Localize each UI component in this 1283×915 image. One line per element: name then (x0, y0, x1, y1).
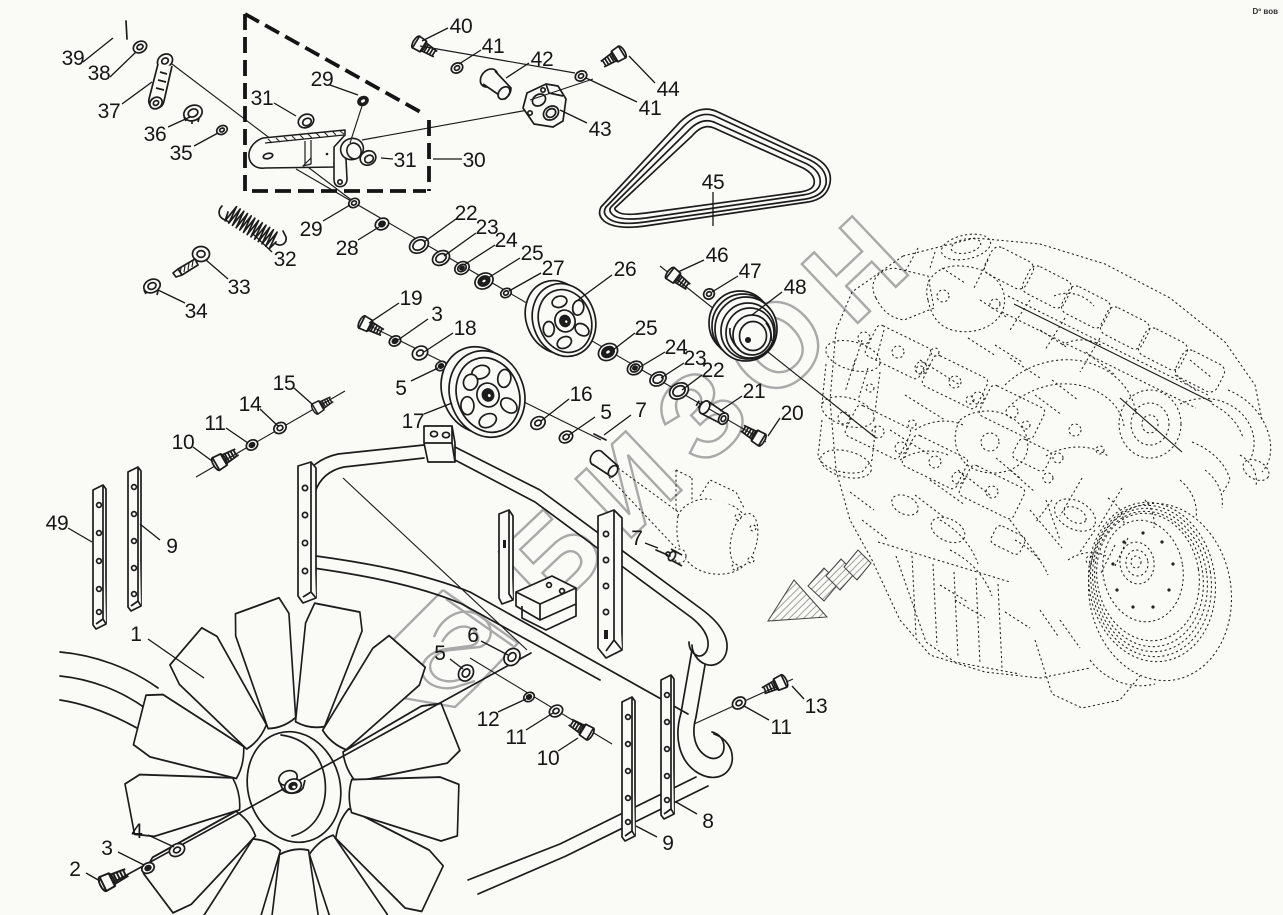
svg-text:23: 23 (476, 216, 499, 239)
svg-text:34: 34 (185, 300, 208, 323)
svg-text:11: 11 (505, 726, 526, 749)
svg-text:7: 7 (631, 527, 642, 550)
svg-text:29: 29 (300, 218, 323, 241)
svg-text:12: 12 (477, 708, 500, 731)
svg-text:45: 45 (702, 171, 725, 194)
svg-text:3: 3 (431, 303, 442, 326)
svg-text:18: 18 (454, 317, 477, 340)
svg-text:11: 11 (204, 412, 225, 435)
svg-text:25: 25 (521, 242, 544, 265)
svg-text:31: 31 (251, 87, 274, 110)
svg-text:38: 38 (88, 62, 111, 85)
svg-text:32: 32 (274, 248, 297, 271)
svg-text:42: 42 (531, 48, 554, 71)
svg-text:40: 40 (450, 15, 473, 38)
svg-text:21: 21 (743, 380, 766, 403)
svg-text:9: 9 (166, 535, 177, 558)
svg-text:3: 3 (101, 837, 112, 860)
svg-text:5: 5 (434, 642, 445, 665)
svg-text:22: 22 (455, 202, 478, 225)
svg-text:35: 35 (170, 142, 193, 165)
svg-text:13: 13 (805, 695, 828, 718)
svg-text:43: 43 (589, 118, 612, 141)
svg-text:33: 33 (228, 276, 251, 299)
svg-text:4: 4 (131, 820, 143, 843)
svg-text:49: 49 (46, 512, 69, 535)
svg-text:39: 39 (62, 47, 85, 70)
svg-text:24: 24 (495, 229, 518, 252)
svg-text:22: 22 (702, 359, 725, 382)
svg-text:24: 24 (665, 336, 688, 359)
svg-text:9: 9 (662, 832, 673, 855)
svg-text:14: 14 (239, 393, 262, 416)
svg-text:17: 17 (402, 410, 425, 433)
svg-text:16: 16 (570, 383, 593, 406)
svg-text:15: 15 (273, 372, 296, 395)
svg-text:31: 31 (394, 149, 417, 172)
svg-text:5: 5 (600, 401, 611, 424)
svg-text:29: 29 (311, 68, 334, 91)
svg-text:Dº вов: Dº вов (1252, 7, 1278, 16)
svg-text:44: 44 (657, 78, 680, 101)
svg-text:26: 26 (614, 258, 637, 281)
svg-text:48: 48 (784, 276, 807, 299)
svg-text:1: 1 (130, 623, 141, 646)
svg-text:23: 23 (684, 347, 707, 370)
svg-text:2: 2 (69, 858, 80, 881)
svg-text:10: 10 (537, 747, 560, 770)
svg-text:25: 25 (635, 317, 658, 340)
svg-text:6: 6 (467, 624, 478, 647)
svg-text:19: 19 (400, 287, 423, 310)
svg-text:11: 11 (770, 716, 791, 739)
svg-text:46: 46 (706, 244, 729, 267)
svg-text:30: 30 (463, 149, 486, 172)
svg-text:27: 27 (542, 257, 565, 280)
svg-text:28: 28 (336, 237, 359, 260)
svg-text:5: 5 (395, 377, 406, 400)
svg-text:7: 7 (635, 399, 646, 422)
svg-text:20: 20 (781, 402, 804, 425)
svg-text:41: 41 (482, 35, 505, 58)
svg-text:36: 36 (144, 123, 167, 146)
svg-text:41: 41 (639, 97, 662, 120)
svg-text:37: 37 (98, 100, 121, 123)
svg-text:8: 8 (702, 810, 713, 833)
svg-text:47: 47 (739, 260, 762, 283)
svg-text:10: 10 (172, 431, 195, 454)
